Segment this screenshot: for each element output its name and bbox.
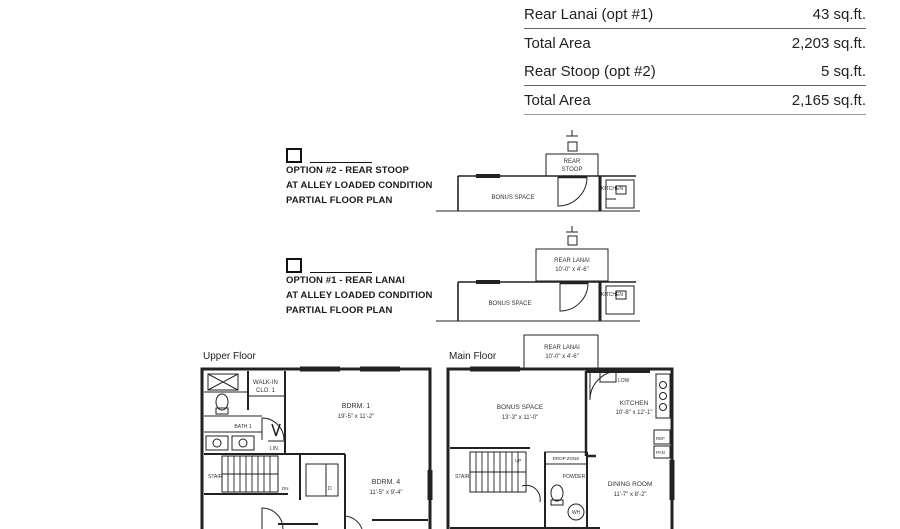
area-value: 43 sq.ft.	[812, 5, 866, 23]
lin-label: LIN.	[270, 446, 279, 452]
main-floor-label: Main Floor	[449, 351, 497, 362]
area-row-rear-lanai: Rear Lanai (opt #1) 43 sq.ft.	[524, 0, 866, 29]
opt2-stoop-label-1: REAR	[564, 159, 581, 165]
upper-d-label: D	[328, 486, 332, 492]
area-row-total-1: Total Area 2,203 sq.ft.	[524, 29, 866, 57]
bdrm4-label: BDRM. 4	[372, 479, 401, 486]
area-value: 2,203 sq.ft.	[791, 34, 866, 52]
option-1-block: OPTION #1 - REAR LANAI AT ALLEY LOADED C…	[286, 258, 432, 318]
wh-label: WH	[572, 510, 581, 516]
option-2-title: OPTION #2 - REAR STOOP	[286, 165, 409, 177]
option-1-initial-line	[310, 272, 372, 274]
upper-stair-label: STAIR	[208, 474, 223, 480]
bdrm4-dim: 11'-5" x 9'-4"	[369, 490, 402, 496]
main-lanai-label: REAR LANAI	[544, 345, 580, 351]
bath1-label: BATH 1	[234, 424, 251, 430]
upper-dn-label: DN	[282, 486, 289, 491]
opt2-kitchen-label: KITCHEN	[601, 186, 623, 192]
dining-label: DINING ROOM	[608, 481, 653, 488]
main-up-label: UP	[515, 458, 521, 463]
main-lanai-dim: 10'-0" x 4'-6"	[545, 354, 579, 360]
opt2-stoop-label-2: STOOP	[562, 167, 583, 173]
powder-label: POWDER	[563, 474, 586, 480]
option-1-partial-plan	[436, 226, 640, 322]
opt1-bonus-label: BONUS SPACE	[489, 301, 532, 307]
upper-floor-label: Upper Floor	[203, 351, 256, 362]
main-kitchen-dim: 10'-8" x 12'-1"	[616, 410, 653, 416]
opt1-lanai-dim: 10'-0" x 4'-6"	[555, 267, 589, 273]
option-2-block: OPTION #2 - REAR STOOP AT ALLEY LOADED C…	[286, 148, 432, 208]
walkin-label-2: CLO. 1	[256, 388, 276, 394]
walkin-label-1: WALK-IN	[253, 380, 278, 386]
area-label: Rear Lanai (opt #1)	[524, 5, 654, 23]
bdrm1-dim: 19'-5" x 11'-2"	[338, 414, 374, 420]
area-label: Total Area	[524, 34, 591, 52]
main-bonus-dim: 13'-3" x 11'-0"	[502, 415, 538, 421]
area-label: Rear Stoop (opt #2)	[524, 62, 656, 80]
area-row-total-2: Total Area 2,165 sq.ft.	[524, 86, 866, 115]
option-1-checkbox[interactable]	[286, 258, 302, 273]
drop-zone-label: DROP ZONE	[553, 456, 580, 461]
main-stair-label: STAIR	[455, 474, 470, 480]
option-2-checkbox[interactable]	[286, 148, 302, 163]
pan-label: PAN	[656, 450, 665, 455]
area-label: Total Area	[524, 91, 591, 109]
option-1-title: OPTION #1 - REAR LANAI	[286, 275, 405, 287]
dining-dim: 11'-7" x 8'-2"	[613, 492, 646, 498]
main-floor-plan	[446, 334, 675, 529]
option-2-caption: PARTIAL FLOOR PLAN	[286, 195, 393, 207]
area-table: Rear Lanai (opt #1) 43 sq.ft. Total Area…	[524, 0, 866, 115]
main-bonus-label: BONUS SPACE	[497, 404, 544, 411]
upper-floor-plan	[200, 366, 433, 529]
opt1-lanai-label: REAR LANAI	[554, 258, 590, 264]
main-kitchen-label: KITCHEN	[620, 400, 649, 407]
option-2-initial-line	[310, 162, 372, 164]
area-value: 5 sq.ft.	[820, 62, 866, 80]
option-2-subtitle: AT ALLEY LOADED CONDITION	[286, 180, 433, 192]
option-2-partial-plan	[436, 130, 640, 212]
option-1-caption: PARTIAL FLOOR PLAN	[286, 305, 393, 317]
opt2-bonus-label: BONUS SPACE	[492, 195, 535, 201]
opt1-kitchen-label: KITCHEN	[601, 292, 623, 298]
low-label: LOW	[618, 378, 630, 384]
area-row-rear-stoop: Rear Stoop (opt #2) 5 sq.ft.	[524, 57, 866, 86]
bdrm1-label: BDRM. 1	[342, 403, 371, 410]
ref-label: REF	[656, 436, 665, 441]
option-1-subtitle: AT ALLEY LOADED CONDITION	[286, 290, 433, 302]
area-value: 2,165 sq.ft.	[791, 91, 866, 109]
